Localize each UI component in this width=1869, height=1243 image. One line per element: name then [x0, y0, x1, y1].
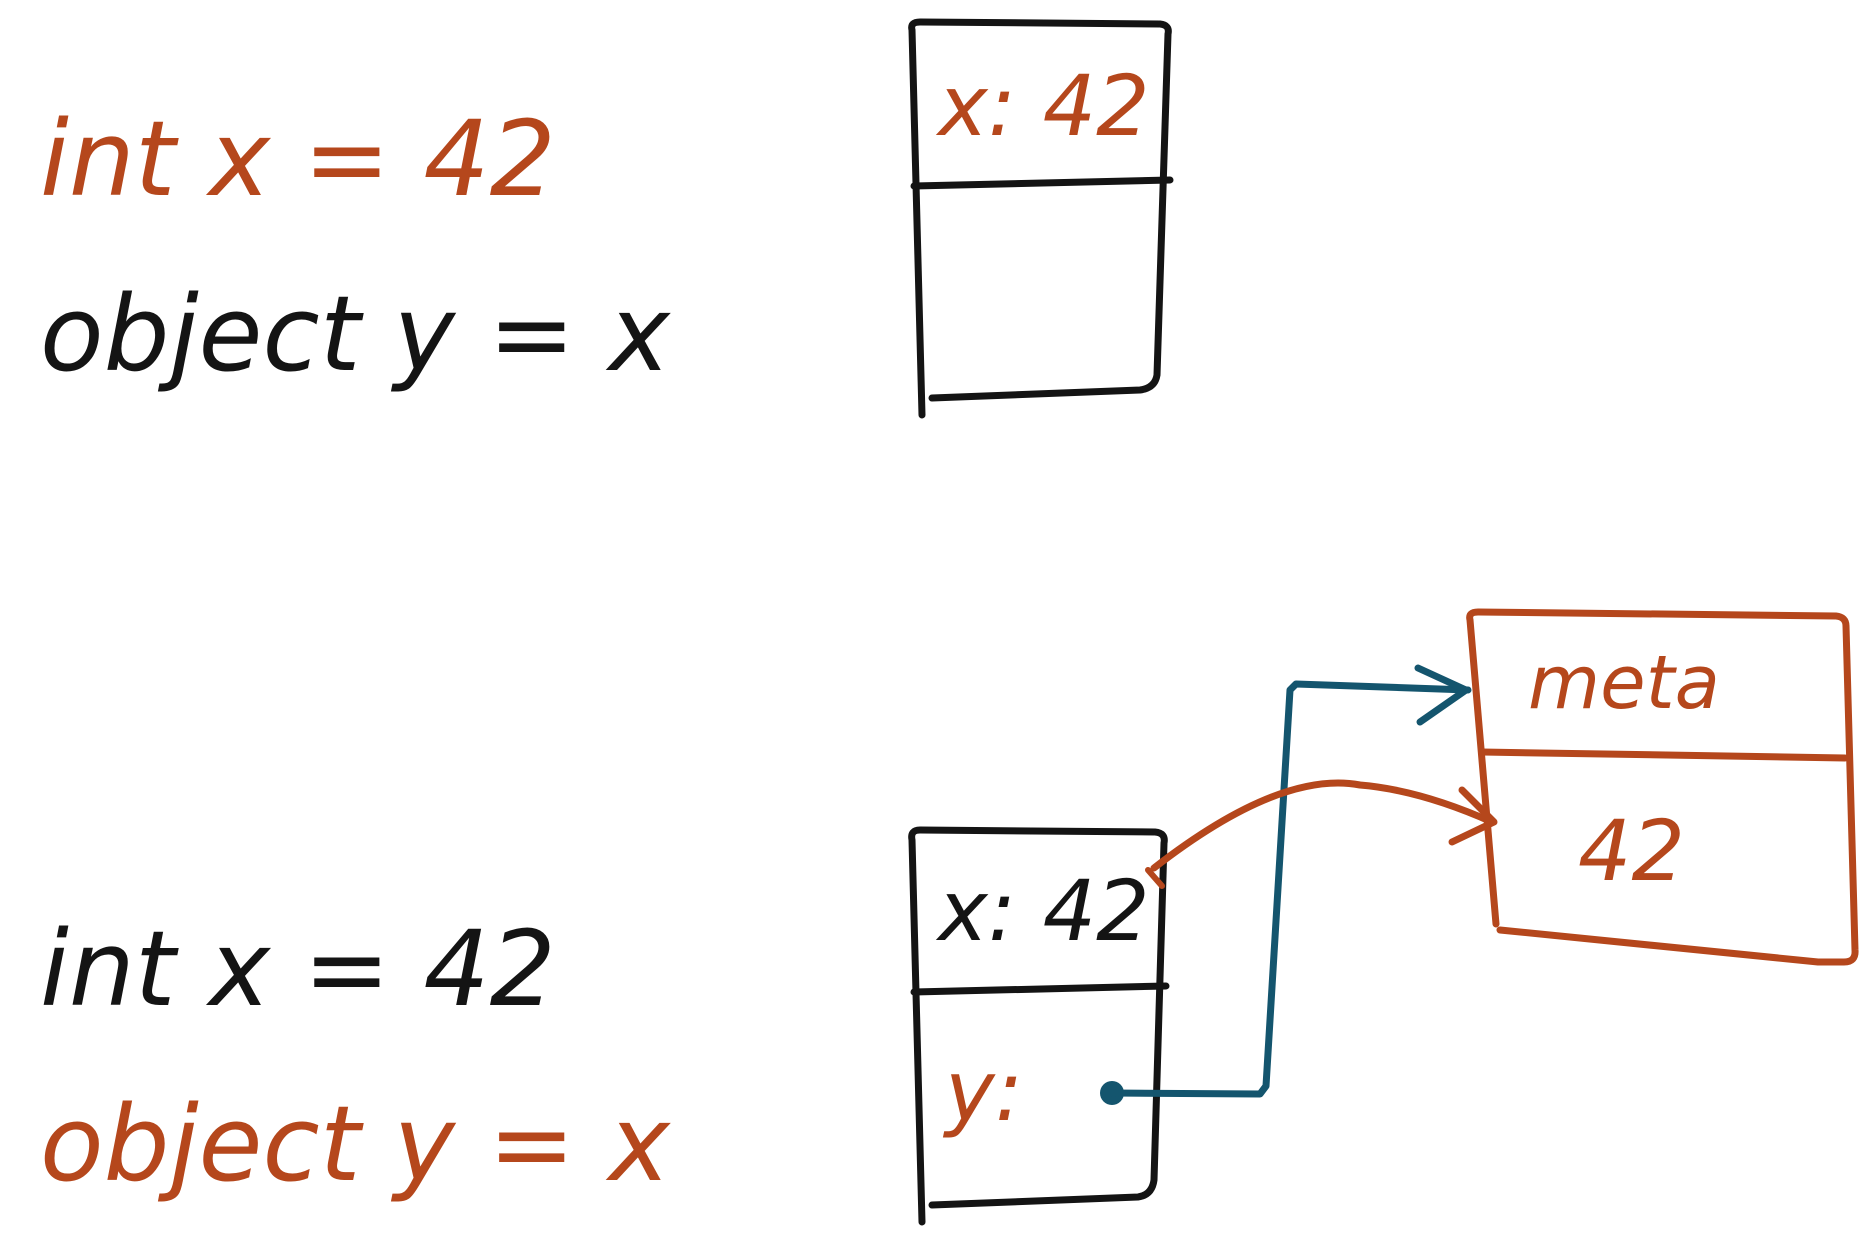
top-code-line-2: object y = x: [40, 273, 671, 395]
bottom-code-line-2: object y = x: [40, 1083, 671, 1205]
copy-arrow-tail: [1145, 867, 1165, 889]
bottom-scenario: int x = 42 object y = x x: 42 y: meta 42: [40, 608, 1859, 1226]
reference-arrow: [1108, 664, 1472, 1098]
bottom-stack-box-divider: [910, 982, 1170, 996]
bottom-stack-box-outline: [908, 826, 1168, 1226]
bottom-stack-slot-x: x: 42: [935, 862, 1150, 960]
bottom-stack-box: x: 42 y:: [908, 826, 1170, 1226]
top-scenario: int x = 42 object y = x x: 42: [40, 18, 1174, 419]
heap-object-box-divider: [1478, 748, 1849, 762]
reference-arrow-line: [1108, 680, 1472, 1098]
top-stack-box-outline: [908, 18, 1172, 419]
bottom-stack-slot-y: y:: [942, 1042, 1023, 1140]
heap-object-header: meta: [1528, 640, 1720, 726]
top-stack-slot-x: x: 42: [935, 57, 1150, 155]
heap-object-value: 42: [1578, 802, 1685, 900]
top-stack-box-divider: [910, 176, 1174, 190]
copy-arrow-head: [1448, 786, 1498, 846]
copy-arrow-line: [1150, 779, 1496, 872]
top-stack-box: x: 42: [908, 18, 1174, 419]
heap-object-box-outline: [1466, 608, 1859, 966]
heap-object-box: meta 42: [1466, 608, 1859, 966]
top-code-line-1: int x = 42: [40, 98, 556, 220]
copy-arrow: [1145, 779, 1498, 889]
bottom-code-line-1: int x = 42: [40, 908, 556, 1030]
reference-arrow-head: [1414, 664, 1470, 726]
